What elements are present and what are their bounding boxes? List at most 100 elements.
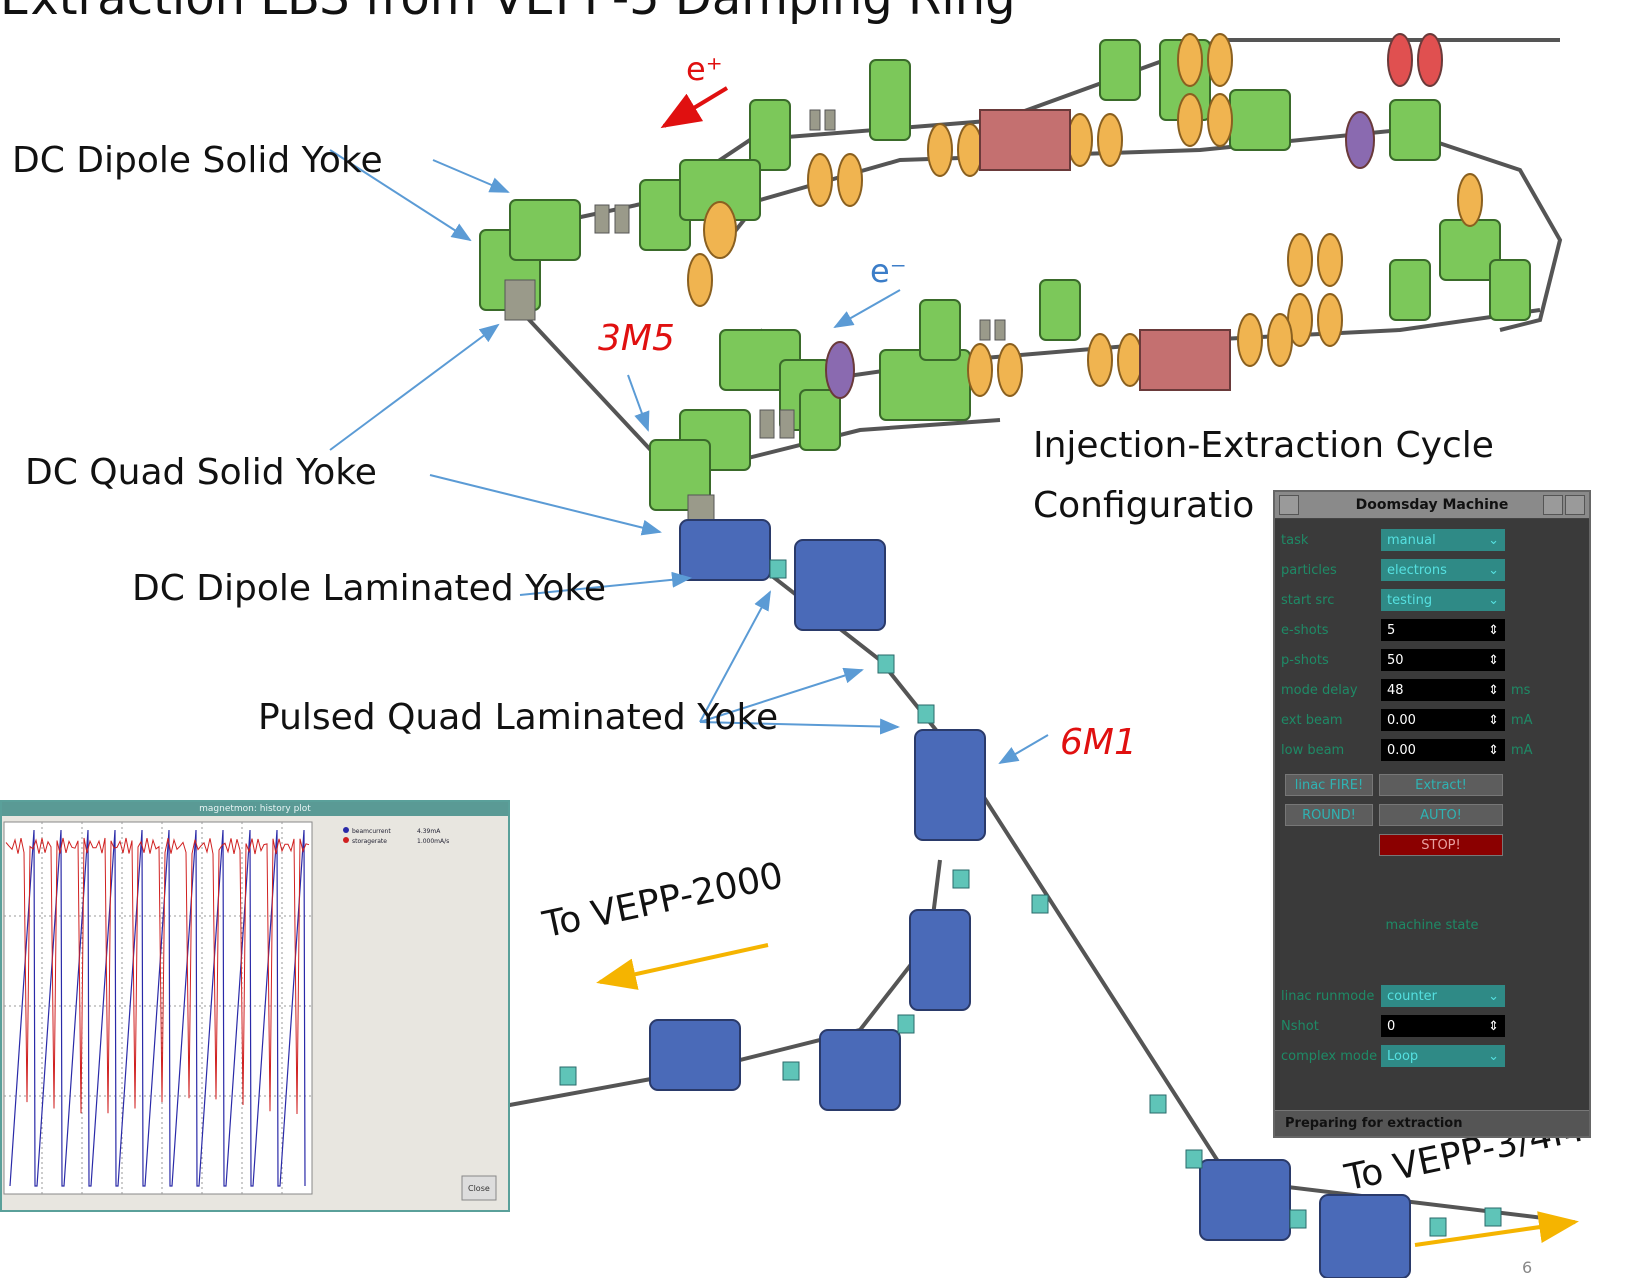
spin-arrows-icon: ⇕ — [1488, 742, 1499, 758]
panel-row-label: e-shots — [1281, 622, 1329, 638]
panel-row-label: p-shots — [1281, 652, 1329, 668]
panel-title: Doomsday Machine — [1355, 497, 1509, 513]
panel-value: 50 — [1387, 652, 1404, 668]
vepp34m-arrow — [1414, 1211, 1579, 1247]
panel-row-label: ext beam — [1281, 712, 1343, 728]
panel-spinbox[interactable]: 0.00 ⇕ — [1381, 739, 1505, 761]
vepp2000-arrow — [596, 943, 769, 990]
plot-title: magnetmon: history plot — [2, 802, 508, 816]
stop-button[interactable]: STOP! — [1379, 834, 1503, 856]
label-electron: e⁻ — [870, 252, 907, 290]
panel-select[interactable]: testing ⌄ — [1381, 589, 1505, 611]
panel-row-label: Nshot — [1281, 1018, 1319, 1034]
slide-title: Extraction LBS from VEPP-5 Damping Ring — [0, 0, 1016, 26]
transfer-quads — [442, 559, 1502, 1237]
spin-arrows-icon: ⇕ — [1488, 622, 1499, 638]
legend-marker-storagerate — [343, 837, 349, 843]
panel-row-label: task — [1281, 532, 1309, 548]
panel-value: 0 — [1387, 1018, 1396, 1034]
panel-select[interactable]: Loop⌄ — [1381, 1045, 1505, 1067]
panel-select[interactable]: electrons ⌄ — [1381, 559, 1505, 581]
maximize-icon[interactable] — [1565, 495, 1585, 515]
panel-row: p-shots 50 ⇕ — [1281, 648, 1583, 672]
close-button[interactable] — [461, 1175, 497, 1201]
label-positron: e⁺ — [686, 50, 723, 88]
panel-value: 0.00 — [1387, 742, 1416, 758]
auto-button[interactable]: AUTO! — [1379, 804, 1503, 826]
transfer-dipoles — [649, 519, 1411, 1278]
label-dc-quad-solid: DC Quad Solid Yoke — [25, 452, 377, 493]
panel-row-label: complex mode — [1281, 1048, 1378, 1064]
round-button[interactable]: ROUND! — [1285, 804, 1373, 826]
spin-arrows-icon: ⇕ — [1488, 1018, 1499, 1034]
legend-marker-beamcurrent — [343, 827, 349, 833]
panel-row-label: low beam — [1281, 742, 1345, 758]
positron-arrow — [660, 86, 729, 129]
panel-value: counter — [1387, 988, 1438, 1004]
label-pulsed-quad-laminated: Pulsed Quad Laminated Yoke — [258, 697, 779, 738]
spin-arrows-icon: ⇕ — [1488, 712, 1499, 728]
panel-spinbox[interactable]: 0.00 ⇕ — [1381, 709, 1505, 731]
annotation-arrows — [329, 149, 1049, 765]
close-button-label: Close — [468, 1184, 490, 1193]
extract-button[interactable]: Extract! — [1379, 774, 1503, 796]
legend-beamcurrent: beamcurrent — [352, 828, 391, 835]
window-menu-icon[interactable] — [1279, 495, 1299, 515]
panel-spinbox[interactable]: 0⇕ — [1381, 1015, 1505, 1037]
beamcurrent-trace — [9, 829, 306, 1187]
storagerate-trace — [5, 837, 310, 1115]
chevron-down-icon: ⌄ — [1488, 592, 1499, 608]
panel-row: start src testing ⌄ — [1281, 588, 1583, 612]
legend-storagerate: storagerate — [352, 838, 387, 845]
label-dc-dipole-solid: DC Dipole Solid Yoke — [12, 140, 383, 181]
label-configuration: Configuratio — [1033, 485, 1255, 526]
panel-value: 5 — [1387, 622, 1396, 638]
history-plot-window: magnetmon: history plot beamcurrent 4.39… — [0, 800, 510, 1212]
panel-unit: mA — [1511, 742, 1533, 758]
minimize-icon[interactable] — [1543, 495, 1563, 515]
panel-spinbox[interactable]: 5⇕ — [1381, 619, 1505, 641]
label-6m1: 6M1 — [1060, 722, 1137, 763]
history-plot: beamcurrent 4.39mA storagerate 1.000mA/s… — [3, 821, 497, 1201]
legend-storagerate-value: 1.000mA/s — [417, 838, 449, 845]
chevron-down-icon: ⌄ — [1488, 562, 1499, 578]
panel-spinbox[interactable]: 50 ⇕ — [1381, 649, 1505, 671]
label-injection-cycle: Injection-Extraction Cycle — [1033, 425, 1494, 466]
linac-fire-button[interactable]: linac FIRE! — [1285, 774, 1373, 796]
panel-value: Loop — [1387, 1048, 1419, 1064]
panel-value: electrons — [1387, 562, 1447, 578]
panel-select[interactable]: counter ⌄ — [1381, 985, 1505, 1007]
panel-spinbox[interactable]: 48 ⇕ — [1381, 679, 1505, 701]
panel-value: testing — [1387, 592, 1433, 608]
ring-quads — [687, 33, 1483, 397]
panel-row: low beam 0.00 ⇕ mA — [1281, 738, 1583, 762]
status-bar: Preparing for extraction — [1275, 1110, 1589, 1136]
label-3m5: 3M5 — [598, 318, 675, 359]
legend-beamcurrent-value: 4.39mA — [417, 828, 441, 835]
panel-row-label: linac runmode — [1281, 988, 1375, 1004]
spin-arrows-icon: ⇕ — [1488, 682, 1499, 698]
panel-row: particles electrons ⌄ — [1281, 558, 1583, 582]
slide-number: 6 — [1522, 1258, 1533, 1277]
panel-row-label: mode delay — [1281, 682, 1358, 698]
panel-row: task manual⌄ — [1281, 528, 1583, 552]
machine-state-label: machine state — [1385, 918, 1479, 933]
panel-row-label: particles — [1281, 562, 1337, 578]
panel-value: 0.00 — [1387, 712, 1416, 728]
panel-row: ext beam 0.00 ⇕ mA — [1281, 708, 1583, 732]
panel-row: linac runmode counter ⌄ — [1281, 984, 1583, 1008]
spin-arrows-icon: ⇕ — [1488, 652, 1499, 668]
panel-titlebar: Doomsday Machine — [1275, 492, 1589, 519]
chevron-down-icon: ⌄ — [1488, 532, 1499, 548]
panel-row-label: start src — [1281, 592, 1335, 608]
panel-select[interactable]: manual⌄ — [1381, 529, 1505, 551]
label-dc-dipole-laminated: DC Dipole Laminated Yoke — [132, 568, 607, 609]
chevron-down-icon: ⌄ — [1488, 988, 1499, 1004]
panel-value: 48 — [1387, 682, 1404, 698]
panel-unit: mA — [1511, 712, 1533, 728]
